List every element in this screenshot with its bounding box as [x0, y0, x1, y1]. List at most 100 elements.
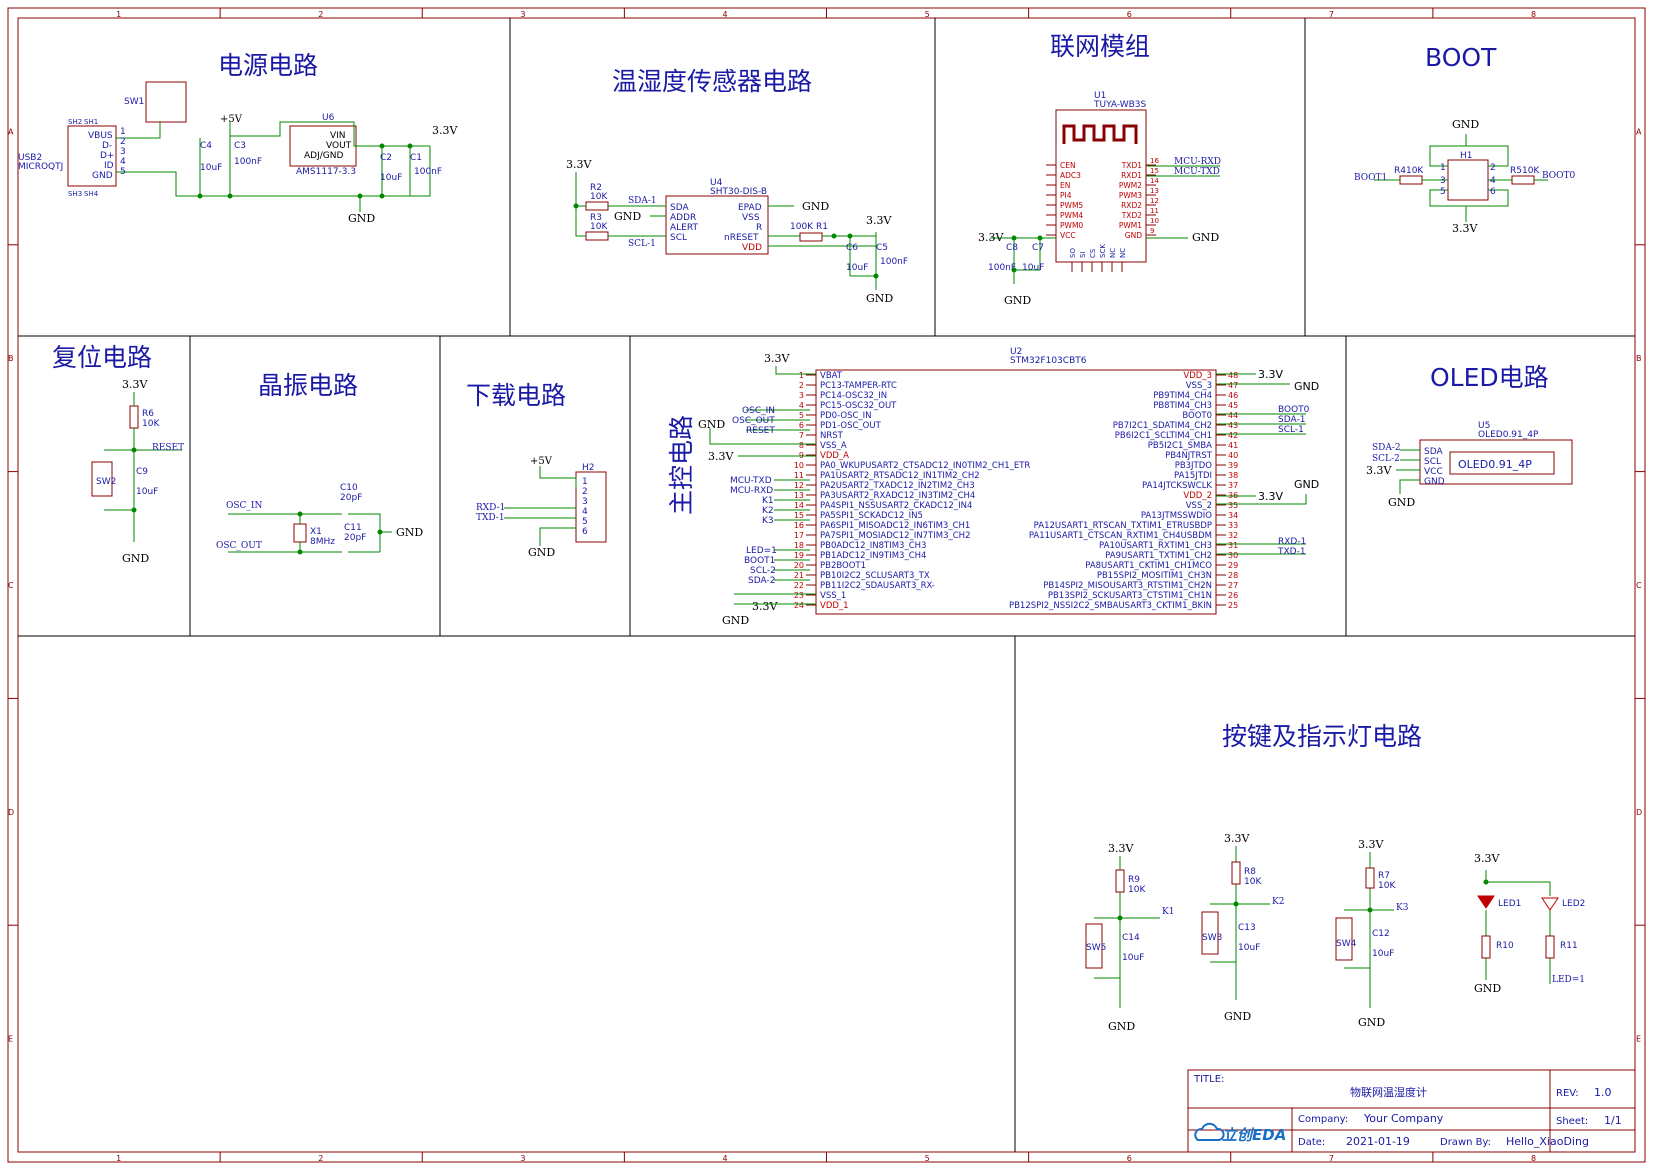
sheet-label: Sheet:: [1556, 1116, 1588, 1127]
mcu-gnd-left: GND: [698, 418, 725, 431]
mcu-left-pin-num: 10: [794, 461, 804, 470]
mcu-left-pin-num: 20: [794, 561, 804, 570]
mcu-right-pin-num: 43: [1228, 421, 1238, 430]
company-value: Your Company: [1363, 1112, 1444, 1125]
u5-ref: U5: [1478, 421, 1490, 431]
sw2-ref: SW2: [96, 477, 116, 487]
mcu-right-txd1: TXD-1: [1277, 547, 1306, 557]
mcu-right-pin-num: 44: [1228, 411, 1238, 420]
oled-box-label: OLED0.91_4P: [1458, 458, 1532, 471]
u2-value: STM32F103CBT6: [1010, 356, 1087, 366]
u1-left-pin-label: EN: [1060, 181, 1070, 190]
u1-right-pin-num: 10: [1150, 217, 1159, 225]
r9-ref: R9: [1128, 875, 1140, 885]
u1-right-pin-num: 16: [1150, 157, 1159, 165]
oled-net-sda2: SDA-2: [1372, 443, 1401, 453]
mcu-left-pin-num: 19: [794, 551, 804, 560]
x1-value: 8MHz: [310, 537, 335, 547]
c12-value: 10uF: [1372, 949, 1394, 959]
usb-pin-vbus: VBUS: [88, 131, 113, 141]
junctions: [197, 143, 413, 199]
grid-col-label: 8: [1531, 10, 1536, 19]
mcu-right-rxd1: RXD-1: [1278, 537, 1306, 547]
mcu-left-pin-label: PB2BOOT1: [820, 561, 866, 571]
oled-pin-vcc: VCC: [1424, 467, 1443, 477]
company-label: Company:: [1298, 1114, 1348, 1125]
usb-shield-sh3: SH3: [68, 190, 82, 198]
grid-col-label: 1: [116, 10, 121, 19]
mcu-left-pin-num: 23: [794, 591, 804, 600]
mcu-right-pin-label: PB15SPI2_MOSITIM1_CH3N: [1097, 571, 1212, 581]
mcu-net-k3: K3: [762, 516, 774, 526]
reset-3v3: 3.3V: [122, 378, 148, 391]
title-label: TITLE:: [1193, 1074, 1224, 1085]
usb-pin-num-4: 4: [120, 157, 126, 167]
mcu-net-sda2: SDA-2: [748, 576, 775, 586]
r7-ref: R7: [1378, 871, 1390, 881]
title-power: 电源电路: [218, 51, 318, 80]
grid-col-label: 6: [1127, 10, 1132, 19]
u1-right-pin-label: TXD2: [1121, 211, 1142, 220]
mcu-left-pin-num: 3: [799, 391, 804, 400]
u4-pin-vss: VSS: [742, 213, 760, 223]
sw1-ref: SW1: [124, 97, 144, 107]
mcu-left-pin-label: PC14-OSC32_IN: [820, 391, 887, 401]
mcu-left-pin-label: PA0_WKUPUSART2_CTSADC12_IN0TIM2_CH1_ETR: [820, 461, 1030, 471]
usb-pin-dplus: D+: [100, 151, 114, 161]
mcu-net-osc-out: OSC_OUT: [732, 416, 775, 426]
r9-value: 10K: [1128, 885, 1146, 895]
c13-value: 10uF: [1238, 943, 1260, 953]
sheet-value: 1/1: [1604, 1114, 1622, 1127]
resistor-r5: [1511, 175, 1535, 185]
r8-value: 10K: [1244, 877, 1262, 887]
c6-value: 10uF: [846, 263, 868, 273]
c2-ref: C2: [380, 153, 392, 163]
mcu-right-scl1: SCL-1: [1278, 425, 1304, 435]
usb-pin-num-5: 5: [120, 167, 126, 177]
crystal-gnd: GND: [396, 526, 423, 539]
module-u1: [1055, 109, 1147, 263]
mcu-net-boot1: BOOT1: [744, 556, 775, 566]
led-gnd: GND: [1474, 982, 1501, 995]
mcu-right-pin-label: PA12USART1_RTSCAN_TXTIM1_ETRUSBDP: [1034, 521, 1212, 531]
mcu-right-pin-num: 27: [1228, 581, 1238, 590]
u1-right-pin-num: 9: [1150, 227, 1154, 235]
net-boot0: BOOT0: [1542, 171, 1576, 181]
sensor-u4: [665, 195, 769, 255]
grid-row-label: B: [8, 354, 14, 363]
grid-row-label: D: [1636, 808, 1642, 817]
mcu-u2: [815, 369, 1217, 615]
mcu-right-pins: 48VDD_347VSS_346PB9TIM4_CH445PB8TIM4_CH3…: [1009, 371, 1238, 611]
u1-bottom-pin-label: SO: [1069, 248, 1077, 258]
mcu-right-pin-label: PA15JTDI: [1174, 471, 1212, 481]
oled-net-scl2: SCL-2: [1372, 454, 1400, 464]
switch-sw1: [145, 81, 187, 123]
mcu-left-pin-num: 22: [794, 581, 804, 590]
r2-value: 10K: [590, 192, 608, 202]
grid-row-label: C: [1636, 581, 1642, 590]
mcu-left-pin-num: 8: [799, 441, 804, 450]
sensor-wires: [575, 172, 877, 290]
title-sensor: 温湿度传感器电路: [612, 67, 812, 96]
h1-pin-4: 4: [1490, 176, 1496, 186]
mcu-right-pin-num: 33: [1228, 521, 1238, 530]
mcu-left-pin-num: 2: [799, 381, 804, 390]
mcu-right-pin-label: BOOT0: [1182, 411, 1212, 421]
c12-ref: C12: [1372, 929, 1390, 939]
grid-col-label: 4: [722, 1154, 727, 1163]
c11-ref: C11: [344, 523, 362, 533]
mcu-right-gnd: GND: [1294, 380, 1319, 393]
rev-label: REV:: [1556, 1088, 1579, 1099]
c6-ref: C6: [846, 243, 858, 253]
u4-pin-alert: ALERT: [670, 223, 698, 233]
r1-label: 100K R1: [790, 222, 828, 232]
mcu-right-pin-label: PA11USART1_CTSCAN_RXTIM1_CH4USBDM: [1029, 531, 1212, 541]
c2-value: 10uF: [380, 173, 402, 183]
c9-ref: C9: [136, 467, 148, 477]
mcu-right-3v3-b: 3.3V: [1258, 490, 1283, 503]
k1-gnd: GND: [1108, 1020, 1135, 1033]
mcu-right-pin-label: PB7I2C1_SDATIM4_CH2: [1113, 421, 1212, 431]
download-plus5: +5V: [530, 456, 553, 467]
usb-value: MICROQTJ: [18, 162, 63, 172]
